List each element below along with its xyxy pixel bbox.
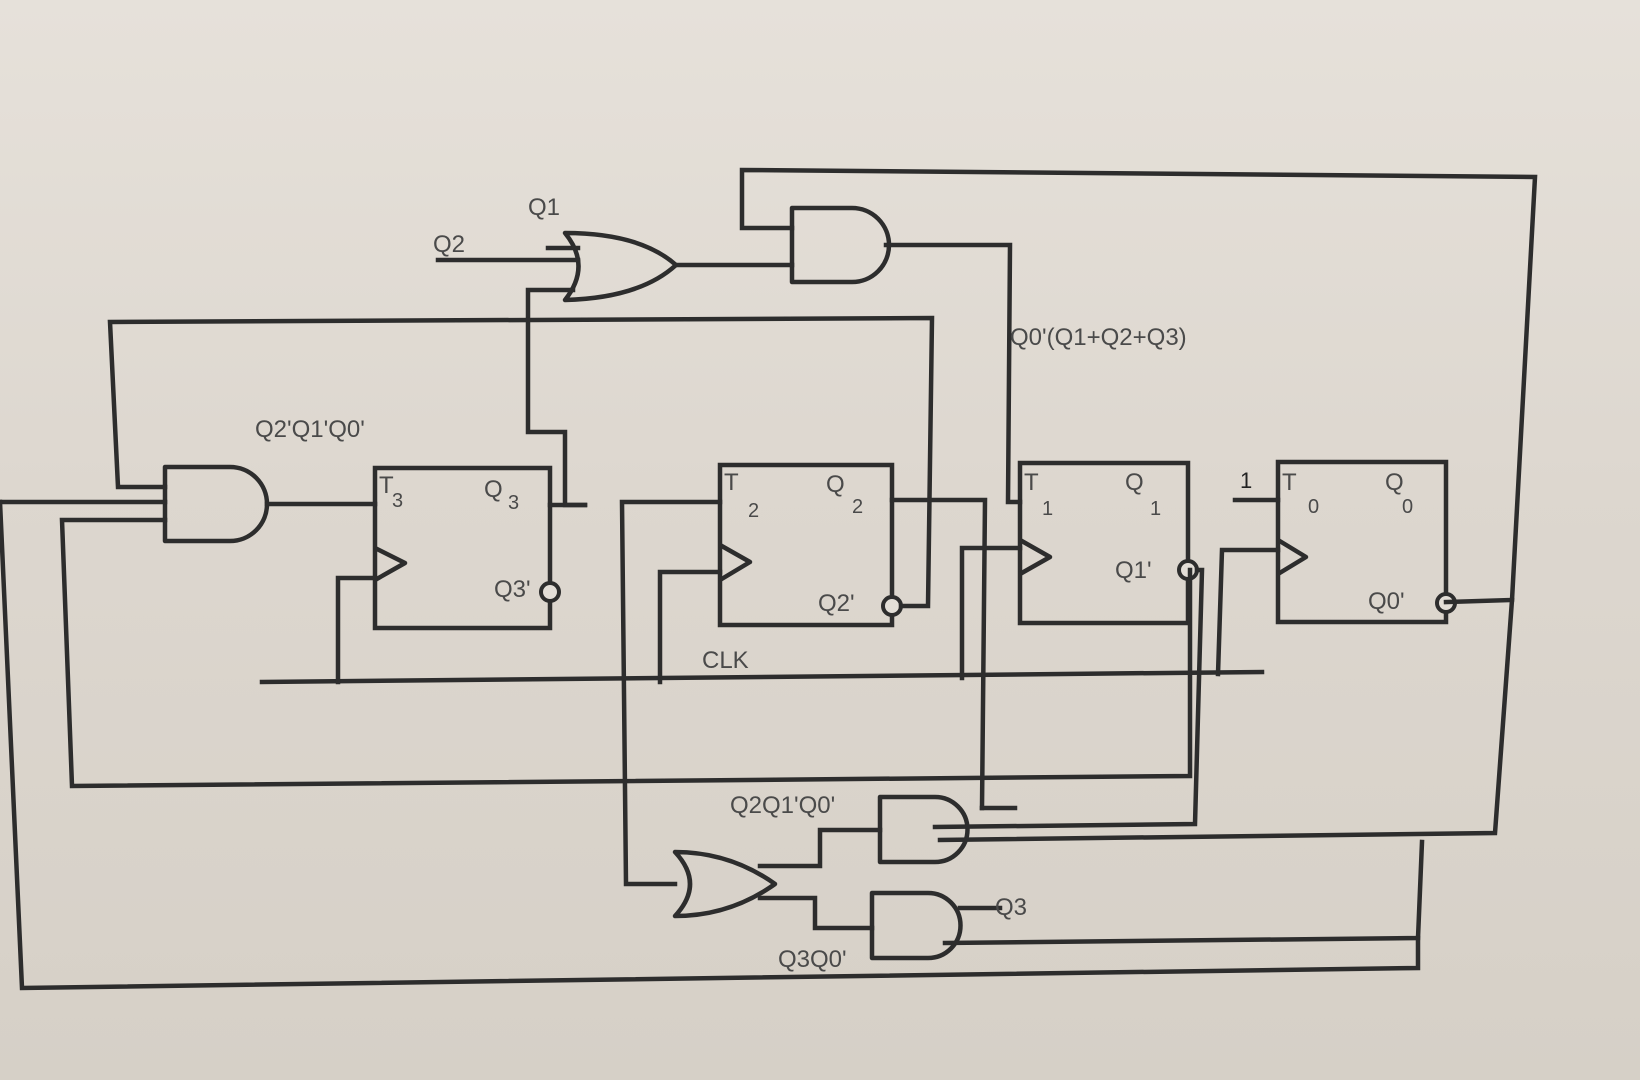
ff0-q-sub: 0 xyxy=(1402,496,1413,518)
and-gate-b xyxy=(869,890,963,961)
ff2-q-label: Q xyxy=(826,471,845,498)
wires xyxy=(0,167,1538,991)
label-and-b-expr: Q3Q0' xyxy=(778,946,847,973)
or-gate-top xyxy=(562,230,679,303)
ff1-t-sub: 1 xyxy=(1042,498,1053,520)
labels: Q1 Q2 Q0'(Q1+Q2+Q3) Q2'Q1'Q0' CLK Q2Q1'Q… xyxy=(255,194,1413,973)
label-q1: Q1 xyxy=(528,194,560,221)
ff0-q-label: Q xyxy=(1385,469,1404,496)
or-gate-bottom xyxy=(672,849,778,919)
label-clk: CLK xyxy=(702,647,749,674)
and-gate-a xyxy=(877,794,970,865)
label-t3-expr: Q2'Q1'Q0' xyxy=(255,416,365,443)
ff1-t-label: T xyxy=(1024,469,1039,496)
ff1-q-label: Q xyxy=(1125,469,1144,496)
ff3-q-sub: 3 xyxy=(508,492,519,514)
ff3-q-label: Q xyxy=(484,476,503,503)
label-q3-in: Q3 xyxy=(995,894,1027,921)
ff1-qbar-label: Q1' xyxy=(1115,557,1152,584)
ff0-t-label: T xyxy=(1282,469,1297,496)
ff2-q-sub: 2 xyxy=(852,496,863,518)
ff0-t-sub: 0 xyxy=(1308,496,1319,518)
flipflop-t2 xyxy=(717,462,903,628)
ff3-t-label: T xyxy=(379,472,394,499)
and-gate-t3 xyxy=(162,464,270,544)
and-gate-top xyxy=(789,205,892,285)
flipflop-t1 xyxy=(1017,460,1199,626)
label-t1-expr: Q0'(Q1+Q2+Q3) xyxy=(1010,324,1187,351)
label-q2: Q2 xyxy=(433,231,465,258)
ff2-t-sub: 2 xyxy=(748,500,759,522)
label-one: 1 xyxy=(1240,468,1252,493)
flipflop-t3 xyxy=(372,465,561,631)
ff2-qbar-label: Q2' xyxy=(818,590,855,617)
ff0-qbar-label: Q0' xyxy=(1368,588,1405,615)
ff2-t-label: T xyxy=(724,469,739,496)
flipflop-t0 xyxy=(1275,459,1457,625)
ff1-q-sub: 1 xyxy=(1150,498,1161,520)
ff3-t-sub: 3 xyxy=(392,490,403,512)
label-and-a-expr: Q2Q1'Q0' xyxy=(730,792,835,819)
ff3-qbar-label: Q3' xyxy=(494,576,531,603)
